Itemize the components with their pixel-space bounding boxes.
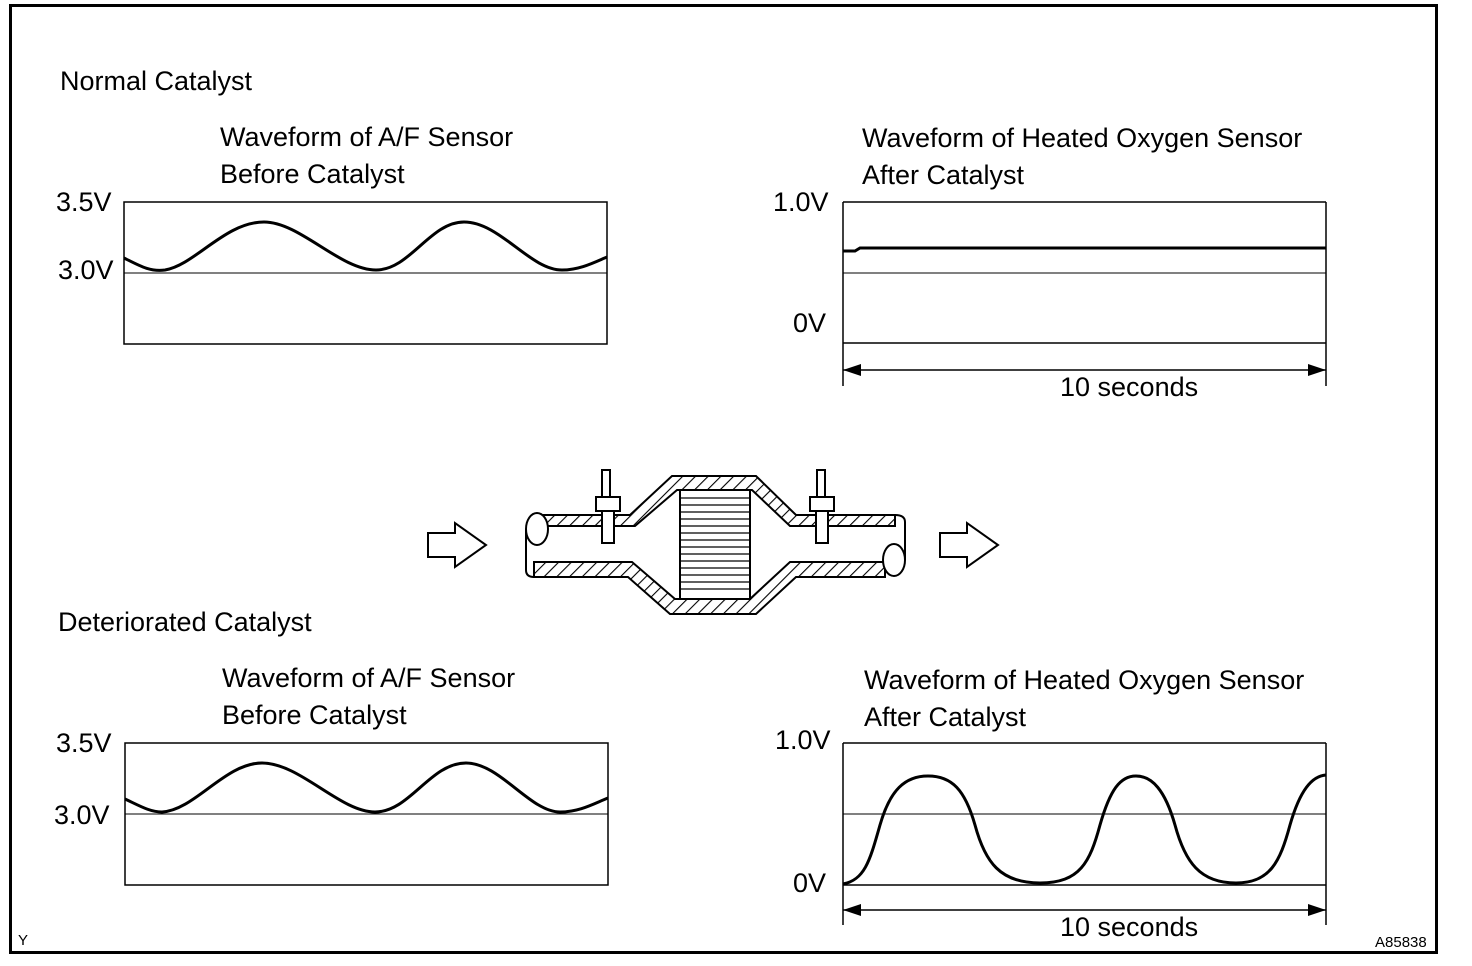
outlet-pipe-end <box>882 543 906 577</box>
figure-border <box>9 4 1438 954</box>
det-ho-title-line2: After Catalyst <box>864 702 1027 732</box>
inlet-pipe-end <box>525 512 549 546</box>
af-sensor-icon <box>595 469 621 544</box>
det-ho-y-top-label: 1.0V <box>775 725 831 755</box>
deteriorated-catalyst-heading: Deteriorated Catalyst <box>58 607 312 637</box>
normal-catalyst-heading: Normal Catalyst <box>60 66 253 96</box>
upper-pipe-wall <box>539 475 896 527</box>
inlet-flow-arrow-icon <box>427 521 488 569</box>
det-af-panel <box>124 742 609 886</box>
catalytic-converter-icon <box>525 469 906 615</box>
heated-oxygen-sensor-icon <box>809 469 835 544</box>
normal-ho-y-bottom-label: 0V <box>793 308 827 338</box>
det-af-title-line1: Waveform of A/F Sensor <box>222 663 516 693</box>
normal-ho-title-line2: After Catalyst <box>862 160 1025 190</box>
normal-af-y-mid-label: 3.0V <box>58 255 114 285</box>
det-af-waveform <box>124 761 609 814</box>
outlet-flow-arrow-icon <box>939 521 1000 569</box>
det-ho-panel <box>842 742 1327 925</box>
normal-ho-waveform <box>843 246 1326 253</box>
figure-code: A85838 <box>1375 934 1427 951</box>
normal-ho-y-top-label: 1.0V <box>773 187 829 217</box>
det-ho-y-bottom-label: 0V <box>793 868 827 898</box>
normal-af-title-line2: Before Catalyst <box>220 159 405 189</box>
corner-mark-left: Y <box>18 932 29 949</box>
normal-ho-duration-label: 10 seconds <box>1060 372 1199 402</box>
catalyst-substrate <box>679 489 751 600</box>
det-ho-waveform <box>842 773 1327 886</box>
normal-ho-title-line1: Waveform of Heated Oxygen Sensor <box>862 123 1303 153</box>
normal-ho-panel <box>842 201 1327 386</box>
det-ho-duration-arrow <box>843 904 1326 916</box>
normal-af-panel <box>123 201 608 345</box>
det-af-title-line2: Before Catalyst <box>222 700 407 730</box>
normal-ho-duration-arrow <box>843 364 1326 376</box>
normal-af-title-line1: Waveform of A/F Sensor <box>220 122 514 152</box>
det-ho-duration-label: 10 seconds <box>1060 912 1199 942</box>
det-af-y-top-label: 3.5V <box>56 728 112 758</box>
lower-pipe-wall <box>533 561 886 615</box>
det-ho-title-line1: Waveform of Heated Oxygen Sensor <box>864 665 1305 695</box>
normal-af-waveform <box>123 220 608 272</box>
det-af-y-mid-label: 3.0V <box>54 800 110 830</box>
normal-af-y-top-label: 3.5V <box>56 187 112 217</box>
